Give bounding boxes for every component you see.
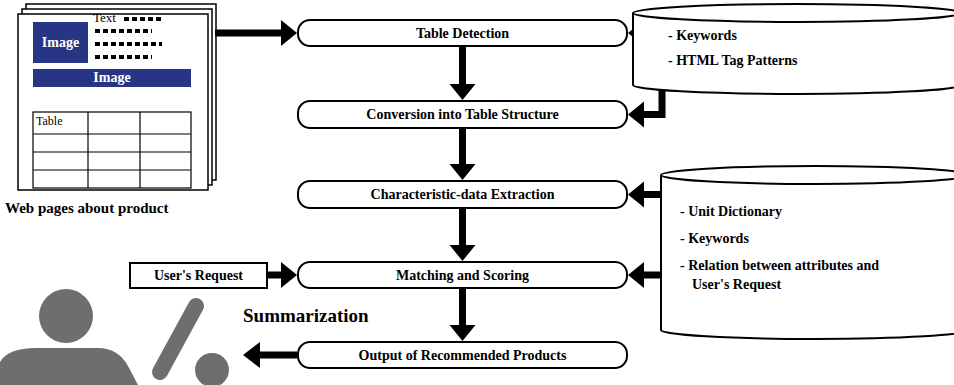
- web-page-stack: [18, 4, 216, 190]
- image-label: Image: [33, 69, 191, 87]
- node-text: Conversion into Table Structure: [366, 106, 558, 123]
- database-cylinder: - Keywords- HTML Tag Patterns: [632, 3, 954, 95]
- node-text: Web pages about product: [5, 6, 215, 217]
- process-box: Output of Recommended Products: [297, 341, 628, 369]
- process-box: Table Detection: [297, 19, 628, 47]
- input-box: User's Request: [129, 262, 268, 289]
- node-text: - Keywords: [668, 23, 954, 48]
- image-block: [33, 22, 88, 63]
- process-box: Characteristic-data Extraction: [297, 180, 628, 209]
- table-label: Table: [36, 113, 86, 129]
- flow-arrow: [215, 20, 297, 46]
- flow-arrow: [450, 209, 476, 261]
- node-text: - Keywords: [680, 229, 910, 248]
- node-text: - Unit Dictionary: [680, 202, 910, 221]
- flow-arrow: [628, 182, 660, 208]
- image-label: Image: [33, 22, 88, 63]
- node-text: - HTML Tag Patterns: [668, 48, 954, 73]
- node-text: Characteristic-data Extraction: [371, 186, 555, 203]
- flow-arrow: [450, 47, 476, 100]
- page-table: [33, 112, 191, 188]
- process-box: Matching and Scoring: [297, 261, 628, 289]
- node-text: - Relation between attributes and User's…: [680, 256, 910, 294]
- process-box: Conversion into Table Structure: [297, 100, 628, 129]
- cylinder-outline: [660, 165, 954, 340]
- flow-arrow: [450, 289, 476, 341]
- flow-arrow: [628, 90, 662, 128]
- node-text: Matching and Scoring: [396, 267, 529, 284]
- database-cylinder: - Unit Dictionary - Keywords - Relation be…: [660, 165, 954, 340]
- output-arrow: [243, 342, 297, 368]
- text-label: Text: [93, 10, 125, 26]
- node-text: Output of Recommended Products: [359, 347, 567, 364]
- image-banner: [33, 69, 191, 87]
- flow-arrow: [268, 262, 297, 288]
- flow-arrow: [628, 262, 660, 288]
- node-text: Table Detection: [416, 25, 509, 42]
- summarization-label: Summarization: [243, 304, 383, 328]
- flow-arrow: [450, 129, 476, 180]
- cylinder-outline: [632, 3, 954, 95]
- node-text: User's Request: [154, 267, 243, 284]
- user-figure: [0, 289, 229, 385]
